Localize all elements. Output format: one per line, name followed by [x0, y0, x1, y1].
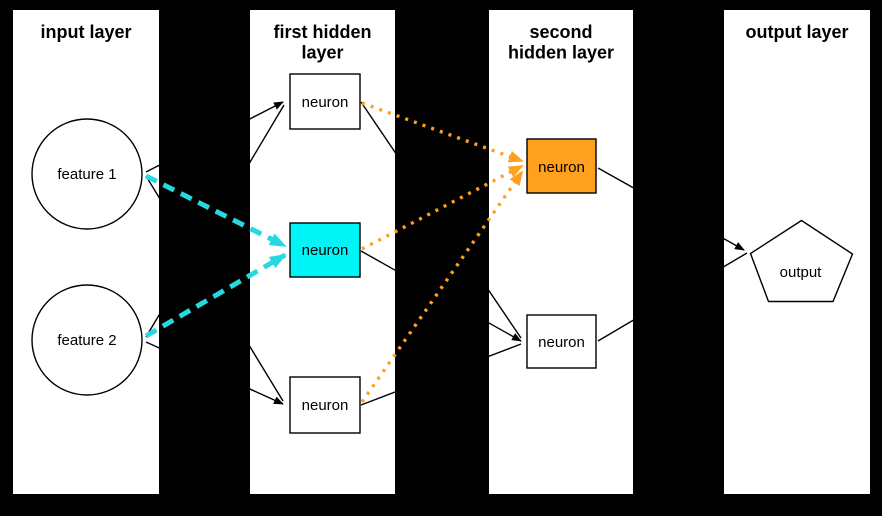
edge-h1-middle-to-h2-bottom: [360, 250, 522, 342]
node-h2-top-neuron-orange: [526, 138, 597, 194]
edge-feature2-to-h1-top: [145, 104, 285, 338]
node-output-label: output: [780, 264, 823, 281]
node-h2-bottom-label: neuron: [538, 334, 585, 351]
panel-second-hidden-layer: [489, 10, 633, 494]
node-output-pentagon: [749, 219, 854, 303]
edge-feature2-to-h1-bottom: [145, 341, 284, 405]
edge-feature1-to-h1-bottom: [145, 175, 284, 402]
node-h1-bottom-neuron: [289, 376, 361, 434]
edge-h1-bottom-to-h2-bottom: [360, 343, 522, 406]
title-first-hidden-line1: first hidden: [274, 22, 372, 42]
node-h1-top-neuron: [289, 73, 361, 130]
edge-h1-bottom-to-h2-top-orange: [360, 170, 524, 403]
panel-input-layer: [13, 10, 159, 494]
node-h1-top-label: neuron: [302, 94, 349, 111]
node-feature-2: [31, 284, 143, 396]
edge-h2-top-to-output: [597, 167, 745, 251]
edge-feature1-to-h1-middle-cyan: [144, 173, 287, 249]
edge-feature1-to-h1-top: [145, 101, 284, 173]
node-h2-bottom-neuron: [526, 314, 597, 369]
edge-h2-bottom-to-output: [597, 252, 748, 342]
node-feature-1: [31, 118, 143, 230]
node-feature-1-label: feature 1: [57, 166, 116, 183]
node-h2-top-label: neuron: [538, 159, 585, 176]
title-input-layer: input layer: [40, 22, 131, 42]
edge-h1-top-to-h2-top-orange: [361, 101, 524, 163]
title-second-hidden-line2: hidden layer: [508, 43, 614, 63]
node-h1-middle-label: neuron: [302, 242, 349, 259]
node-h1-bottom-label: neuron: [302, 397, 349, 414]
edge-h1-middle-to-h2-top-orange: [361, 164, 524, 251]
node-feature-2-label: feature 2: [57, 332, 116, 349]
title-first-hidden-line2: layer: [301, 43, 343, 63]
node-h1-middle-neuron-cyan: [289, 222, 361, 278]
edge-feature2-to-h1-middle-cyan: [144, 252, 287, 339]
edge-h1-top-to-h2-bottom: [360, 101, 522, 339]
title-output-layer: output layer: [745, 22, 848, 42]
title-second-hidden-line1: second: [529, 22, 592, 42]
